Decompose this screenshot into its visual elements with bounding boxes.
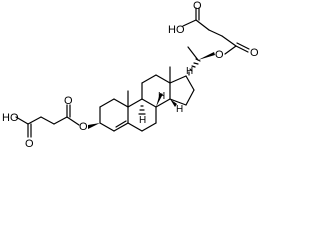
bond	[185, 75, 195, 91]
bond	[221, 35, 237, 47]
hydrogen-label-c17: H	[186, 66, 193, 77]
hydrogen-label-c9: H	[139, 115, 146, 126]
bond	[53, 116, 68, 125]
bond	[27, 116, 42, 125]
bond	[187, 46, 199, 61]
bond	[208, 29, 223, 37]
hydrogen-label-c14: H	[176, 104, 183, 115]
bond	[141, 98, 157, 108]
bond	[195, 19, 210, 31]
wedge-bond	[170, 99, 177, 107]
bond	[99, 98, 115, 108]
bond	[141, 74, 157, 84]
wedge-bond	[198, 52, 215, 60]
double-bond	[235, 45, 249, 53]
bond	[127, 122, 143, 132]
bond	[127, 98, 143, 108]
side-chain-left	[15, 104, 100, 138]
carbonyl-oxygen-label: O	[250, 47, 259, 59]
bond	[185, 89, 195, 106]
bond	[182, 19, 197, 27]
bond	[66, 116, 80, 126]
core-stereo-marks	[138, 93, 177, 115]
bond	[155, 98, 171, 108]
hydroxyl-label: HO	[2, 112, 19, 124]
bond	[169, 75, 187, 84]
bond	[155, 74, 171, 84]
ester-oxygen-label: O	[79, 121, 88, 133]
wedge-bond	[156, 93, 163, 107]
bond	[113, 122, 129, 132]
bond	[15, 116, 29, 125]
bond	[113, 98, 129, 108]
carbonyl-oxygen-label: O	[193, 0, 202, 12]
bond	[141, 122, 157, 132]
double-bond	[115, 120, 127, 128]
bond	[224, 45, 237, 55]
wedge-bond	[88, 123, 100, 129]
ester-oxygen-label: O	[215, 49, 224, 61]
bond	[169, 98, 187, 106]
bond	[40, 116, 55, 125]
molecule-diagram: HO O O O HO O O O H H H H	[2, 0, 259, 150]
carbonyl-oxygen-label: O	[25, 138, 34, 150]
double-bond	[236, 42, 250, 50]
bond	[99, 122, 115, 132]
atom-labels: HO O O O HO O O O H H H H	[2, 0, 259, 150]
side-chain-top	[182, 7, 250, 76]
carbonyl-oxygen-label: O	[64, 95, 73, 107]
hydroxyl-label: HO	[168, 24, 185, 36]
steroid-core	[99, 66, 195, 132]
